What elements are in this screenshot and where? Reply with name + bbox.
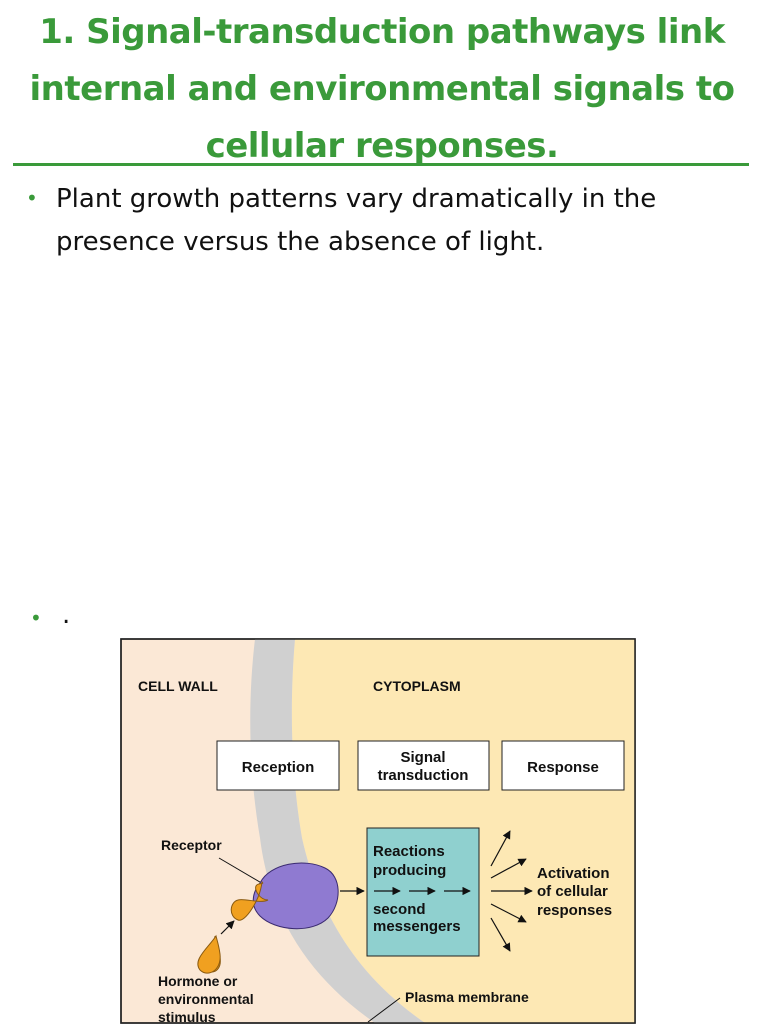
cytoplasm-label: CYTOPLASM (373, 678, 461, 694)
bullet-text: . (62, 600, 71, 630)
response-arrow-upright (490, 858, 527, 879)
activation-label-line2: of cellular (537, 883, 608, 900)
response-box (501, 740, 625, 791)
plasma-membrane-pointer (367, 997, 401, 1023)
response-arrow-down (490, 917, 511, 952)
bullet-text: Plant growth patterns vary dramatically … (56, 184, 657, 257)
hormone-arrow (220, 920, 235, 935)
reactions-label-line3: second (373, 901, 426, 918)
signal-transduction-box (357, 740, 490, 791)
response-label: Response (527, 759, 599, 776)
hormone-label-line3: stimulus (158, 1009, 216, 1024)
bullet-marker: • (26, 186, 38, 210)
hormone-label-line2: environmental (158, 991, 254, 1007)
reception-box (216, 740, 340, 791)
reactions-label-line2: producing (373, 862, 446, 879)
activation-label-line3: responses (537, 902, 612, 919)
reactions-label-line4: messengers (373, 918, 461, 935)
reception-label: Reception (242, 759, 315, 776)
receptor-label: Receptor (161, 837, 222, 853)
signal-transduction-diagram: CELL WALL CYTOPLASM Reception Signal tra… (120, 638, 636, 1024)
reactions-label-line1: Reactions (373, 843, 445, 860)
slide-title: 1. Signal-transduction pathways link int… (29, 12, 735, 166)
receptor-shape (252, 862, 339, 930)
signal-transduction-label-line2: transduction (378, 767, 469, 784)
reactions-box (366, 827, 480, 957)
response-arrow-up (490, 830, 511, 867)
signal-transduction-label-line1: Signal (400, 749, 445, 766)
bullet-marker: • (30, 606, 42, 630)
hormone-free-drop (197, 934, 221, 974)
hormone-bound-shape (230, 880, 269, 921)
plasma-membrane-label: Plasma membrane (405, 989, 529, 1005)
activation-label-line1: Activation (537, 865, 610, 882)
response-arrow-downright (490, 903, 527, 923)
cell-wall-label: CELL WALL (138, 678, 218, 694)
hormone-label-line1: Hormone or (158, 973, 238, 989)
title-underline (13, 163, 749, 166)
